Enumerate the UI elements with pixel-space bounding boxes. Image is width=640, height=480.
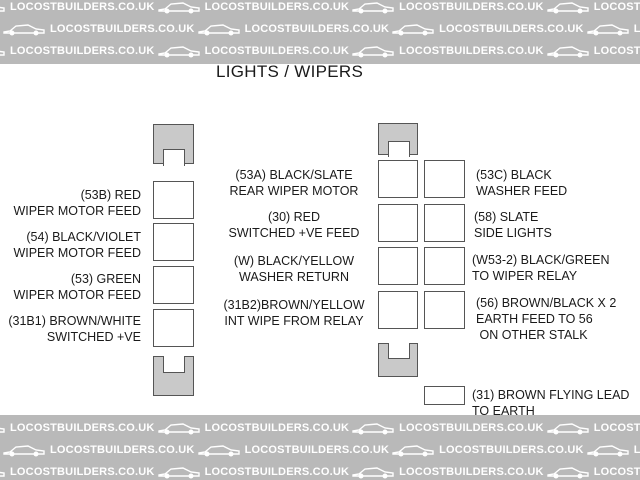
mid-terminal-4 — [378, 291, 418, 329]
watermark-text: LOCOSTBUILDERS.CO.UK — [593, 465, 640, 478]
right-terminal-3 — [424, 247, 465, 285]
right-terminal-2 — [424, 204, 465, 242]
plug-notch — [163, 149, 185, 166]
watermark-text: LOCOSTBUILDERS.CO.UK — [50, 22, 195, 35]
watermark-band-top: LOCOSTBUILDERS.CO.UK LOCOSTBUILDERS.CO.UK… — [0, 0, 640, 64]
watermark-text: LOCOSTBUILDERS.CO.UK — [633, 22, 640, 35]
plug-notch — [388, 141, 410, 157]
watermark-text: LOCOSTBUILDERS.CO.UK — [399, 465, 544, 478]
watermark-row: LOCOSTBUILDERS.CO.UK LOCOSTBUILDERS.CO.UK… — [0, 465, 640, 479]
watermark-row: LOCOSTBUILDERS.CO.UK LOCOSTBUILDERS.CO.UK… — [0, 44, 640, 58]
watermark-text: LOCOSTBUILDERS.CO.UK — [593, 44, 640, 57]
watermark-band-bottom: LOCOSTBUILDERS.CO.UK LOCOSTBUILDERS.CO.UK… — [0, 415, 640, 480]
left-terminal-2 — [153, 223, 194, 261]
watermark-text: LOCOSTBUILDERS.CO.UK — [204, 44, 350, 57]
right-connector-top-plug — [378, 123, 418, 157]
watermark-text: LOCOSTBUILDERS.CO.UK — [593, 421, 640, 434]
earth-terminal — [424, 386, 465, 405]
plug-notch — [163, 356, 185, 373]
right-terminal-4 — [424, 291, 465, 329]
watermark-text: LOCOSTBUILDERS.CO.UK — [439, 443, 584, 456]
watermark-text: LOCOSTBUILDERS.CO.UK — [244, 22, 390, 35]
left-terminal-4 — [153, 309, 194, 347]
watermark-text: LOCOSTBUILDERS.CO.UK — [593, 0, 640, 13]
watermark-text: LOCOSTBUILDERS.CO.UK — [399, 44, 544, 57]
watermark-row: LOCOSTBUILDERS.CO.UK LOCOSTBUILDERS.CO.UK… — [0, 443, 640, 457]
watermark-text: LOCOSTBUILDERS.CO.UK — [439, 22, 584, 35]
mid-terminal-2 — [378, 204, 418, 242]
watermark-text: LOCOSTBUILDERS.CO.UK — [10, 421, 155, 434]
watermark-text: LOCOSTBUILDERS.CO.UK — [50, 443, 195, 456]
watermark-text: LOCOSTBUILDERS.CO.UK — [10, 44, 155, 57]
diagram-title: LIGHTS / WIPERS — [216, 62, 364, 81]
watermark-text: LOCOSTBUILDERS.CO.UK — [204, 0, 350, 13]
mid-terminal-3 — [378, 247, 418, 285]
right-connector-bottom-plug — [378, 343, 418, 377]
watermark-text: LOCOSTBUILDERS.CO.UK — [399, 0, 544, 13]
watermark-text: LOCOSTBUILDERS.CO.UK — [244, 443, 390, 456]
watermark-text: LOCOSTBUILDERS.CO.UK — [399, 421, 544, 434]
watermark-row: LOCOSTBUILDERS.CO.UK LOCOSTBUILDERS.CO.UK… — [0, 421, 640, 435]
watermark-text: LOCOSTBUILDERS.CO.UK — [10, 465, 155, 478]
watermark-row: LOCOSTBUILDERS.CO.UK LOCOSTBUILDERS.CO.UK… — [0, 22, 640, 36]
right-terminal-1 — [424, 160, 465, 198]
watermark-text: LOCOSTBUILDERS.CO.UK — [204, 465, 350, 478]
plug-notch — [388, 343, 410, 359]
left-connector-top-plug — [153, 124, 194, 166]
left-connector-bottom-plug — [153, 356, 194, 396]
mid-terminal-1 — [378, 160, 418, 198]
left-terminal-3 — [153, 266, 194, 304]
watermark-row: LOCOSTBUILDERS.CO.UK LOCOSTBUILDERS.CO.UK… — [0, 0, 640, 14]
watermark-text: LOCOSTBUILDERS.CO.UK — [10, 0, 155, 13]
watermark-text: LOCOSTBUILDERS.CO.UK — [204, 421, 350, 434]
watermark-text: LOCOSTBUILDERS.CO.UK — [633, 443, 640, 456]
left-terminal-1 — [153, 181, 194, 219]
